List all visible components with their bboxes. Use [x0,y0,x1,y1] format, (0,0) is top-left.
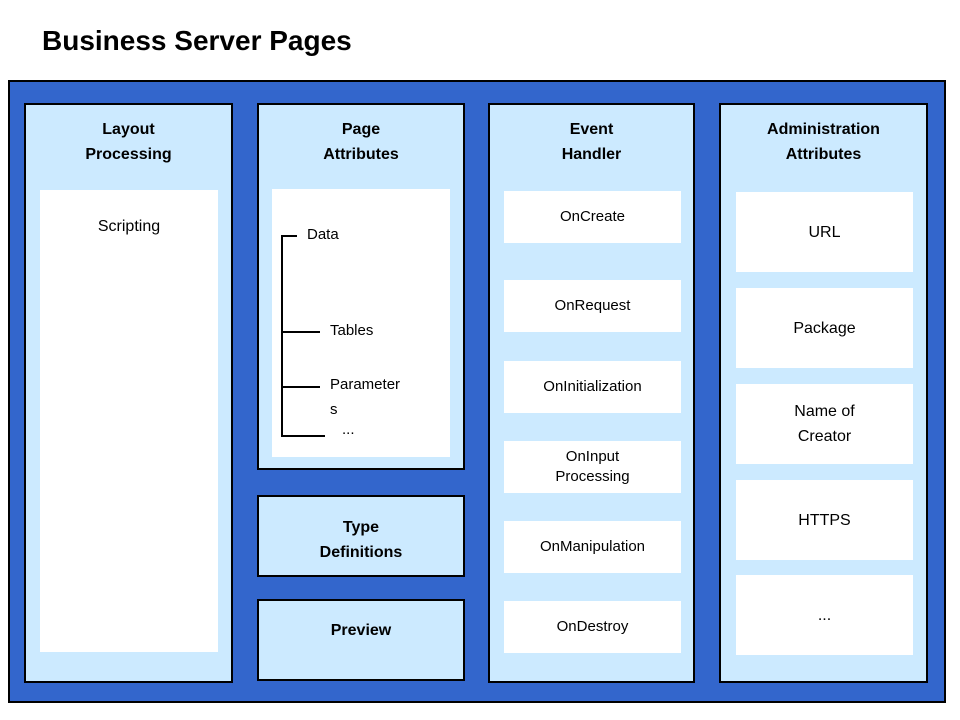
tree-branch-line [281,435,325,437]
tree-branch-line [281,386,320,388]
scripting-label: Scripting [97,218,161,235]
admin-box-package: Package [736,288,913,368]
preview-label: Preview [330,622,392,639]
tree-node-data: Data [307,226,339,243]
tree-node-parameters: Parameters [330,376,401,418]
event-box-onmanipulation: OnManipulation [504,521,681,573]
event-box-oncreate: OnCreate [504,191,681,243]
scripting-box: Scripting [40,190,218,652]
tree-branch-line [281,331,320,333]
event-box-onrequest: OnRequest [504,280,681,332]
panel-preview: Preview [257,599,465,681]
page-attributes-tree-box: Data Tables Parameters ... [272,189,450,457]
event-box-ondestroy: OnDestroy [504,601,681,653]
admin-box-https: HTTPS [736,480,913,560]
tree-branch-line [281,235,297,237]
admin-box-url: URL [736,192,913,272]
tree-node-ellipsis: ... [342,421,355,438]
admin-box-ellipsis: ... [736,575,913,655]
page-title: Business Server Pages [42,25,352,56]
tree-node-tables: Tables [330,322,374,339]
event-box-oninitialization: OnInitialization [504,361,681,413]
tree-vertical-line [281,235,283,437]
